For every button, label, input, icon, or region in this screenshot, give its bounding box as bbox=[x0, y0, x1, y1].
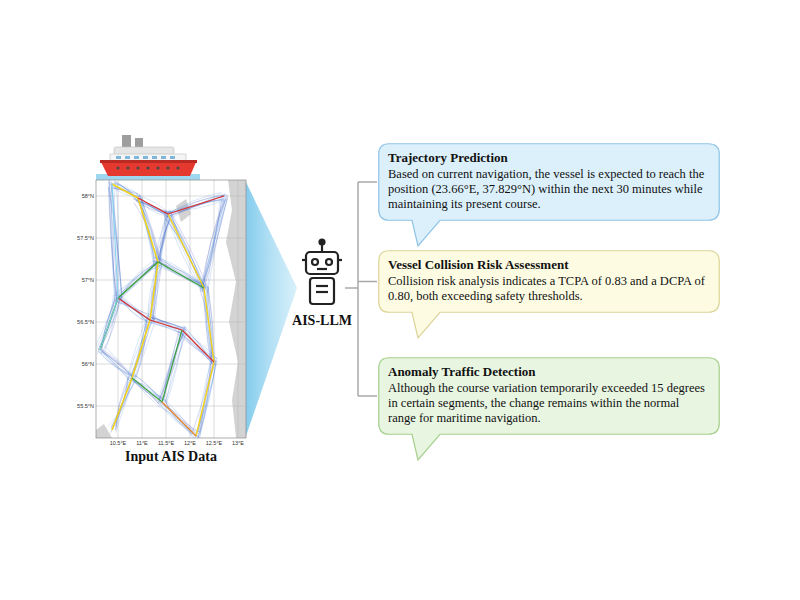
ais-track bbox=[199, 360, 217, 438]
bubble-content: Vessel Collision Risk AssessmentCollisio… bbox=[378, 250, 720, 311]
axis-tick-label: 58°N bbox=[66, 193, 94, 200]
ais-track bbox=[201, 195, 227, 287]
ais-track bbox=[197, 358, 216, 438]
speech-bubble: Anomaly Traffic DetectionAlthough the co… bbox=[378, 357, 720, 461]
axis-tick-label: 56°N bbox=[66, 361, 94, 368]
ais-track bbox=[97, 300, 114, 354]
ais-track bbox=[162, 402, 196, 436]
ais-track bbox=[158, 406, 192, 436]
axis-tick-label: 12°E bbox=[176, 440, 204, 447]
axis-tick-label: 10.5°E bbox=[104, 440, 132, 447]
ais-track bbox=[165, 399, 200, 438]
ais-track bbox=[164, 326, 185, 398]
bracket-lines bbox=[345, 182, 377, 396]
ais-track bbox=[165, 212, 201, 291]
ais-track bbox=[138, 196, 224, 214]
robot-icon bbox=[302, 240, 342, 305]
ais-track bbox=[157, 258, 208, 288]
ais-track bbox=[99, 352, 129, 381]
data-funnel bbox=[246, 182, 297, 436]
bubble-heading: Vessel Collision Risk Assessment bbox=[388, 257, 708, 273]
ais-track bbox=[108, 374, 132, 426]
axis-tick-label: 55.5°N bbox=[66, 403, 94, 410]
bubble-shape bbox=[379, 251, 720, 338]
ais-track bbox=[99, 301, 122, 347]
ais-track bbox=[110, 378, 128, 434]
ais-track bbox=[165, 210, 202, 292]
ais-track bbox=[163, 399, 199, 432]
bracket-line bbox=[358, 281, 377, 283]
bubble-heading: Trajectory Prediction bbox=[388, 150, 708, 166]
speech-bubble: Vessel Collision Risk AssessmentCollisio… bbox=[378, 250, 720, 339]
ais-track bbox=[129, 377, 162, 404]
bubble-body: Based on current navigation, the vessel … bbox=[388, 167, 708, 212]
axis-tick-label: 57.5°N bbox=[66, 235, 94, 242]
bracket-line bbox=[357, 182, 359, 396]
ais-track bbox=[160, 405, 194, 438]
model-name: AIS-LLM bbox=[272, 312, 372, 329]
ais-track bbox=[100, 184, 118, 350]
bubble-content: Anomaly Traffic DetectionAlthough the co… bbox=[378, 357, 720, 433]
bubble-heading: Anomaly Traffic Detection bbox=[388, 364, 708, 380]
ais-track bbox=[164, 406, 196, 438]
ais-track bbox=[202, 198, 228, 286]
ais-track bbox=[202, 195, 225, 289]
bubble-shape bbox=[379, 358, 720, 460]
axis-tick-label: 56.5°N bbox=[66, 319, 94, 326]
ais-map bbox=[96, 180, 246, 440]
bracket-line bbox=[358, 181, 377, 183]
ais-track bbox=[136, 194, 154, 267]
ais-track bbox=[164, 200, 223, 213]
ais-track bbox=[169, 210, 207, 287]
bubble-body: Although the course variation temporaril… bbox=[388, 381, 708, 426]
bubble-shape bbox=[379, 144, 720, 246]
bracket-line bbox=[345, 287, 358, 289]
bubble-content: Trajectory PredictionBased on current na… bbox=[378, 143, 720, 219]
ais-track bbox=[168, 214, 214, 436]
ship-icon bbox=[96, 135, 200, 181]
ais-track bbox=[170, 193, 222, 216]
ais-track bbox=[101, 349, 130, 376]
axis-tick-label: 13°E bbox=[224, 440, 252, 447]
map-caption: Input AIS Data bbox=[91, 448, 251, 465]
ais-track bbox=[158, 327, 186, 399]
ais-track bbox=[208, 194, 227, 292]
ais-track bbox=[166, 328, 184, 404]
axis-tick-label: 57°N bbox=[66, 277, 94, 284]
ais-track bbox=[116, 376, 136, 433]
ais-track bbox=[118, 298, 214, 362]
ais-track bbox=[159, 398, 197, 432]
speech-bubble: Trajectory PredictionBased on current na… bbox=[378, 143, 720, 247]
ais-track bbox=[165, 329, 186, 404]
bubble-body: Collision risk analysis indicates a TCPA… bbox=[388, 274, 708, 304]
bracket-line bbox=[358, 395, 377, 397]
ais-track bbox=[132, 330, 182, 402]
axis-tick-label: 12.5°E bbox=[200, 440, 228, 447]
ais-track bbox=[98, 351, 136, 377]
ais-track bbox=[171, 211, 206, 288]
axis-tick-label: 11°E bbox=[128, 440, 156, 447]
ais-track bbox=[131, 318, 148, 380]
ais-track bbox=[206, 284, 215, 365]
ais-track bbox=[165, 195, 224, 214]
ais-track bbox=[142, 197, 157, 258]
axis-tick-label: 11.5°E bbox=[152, 440, 180, 447]
ais-track bbox=[101, 349, 130, 381]
ais-track bbox=[136, 324, 155, 377]
